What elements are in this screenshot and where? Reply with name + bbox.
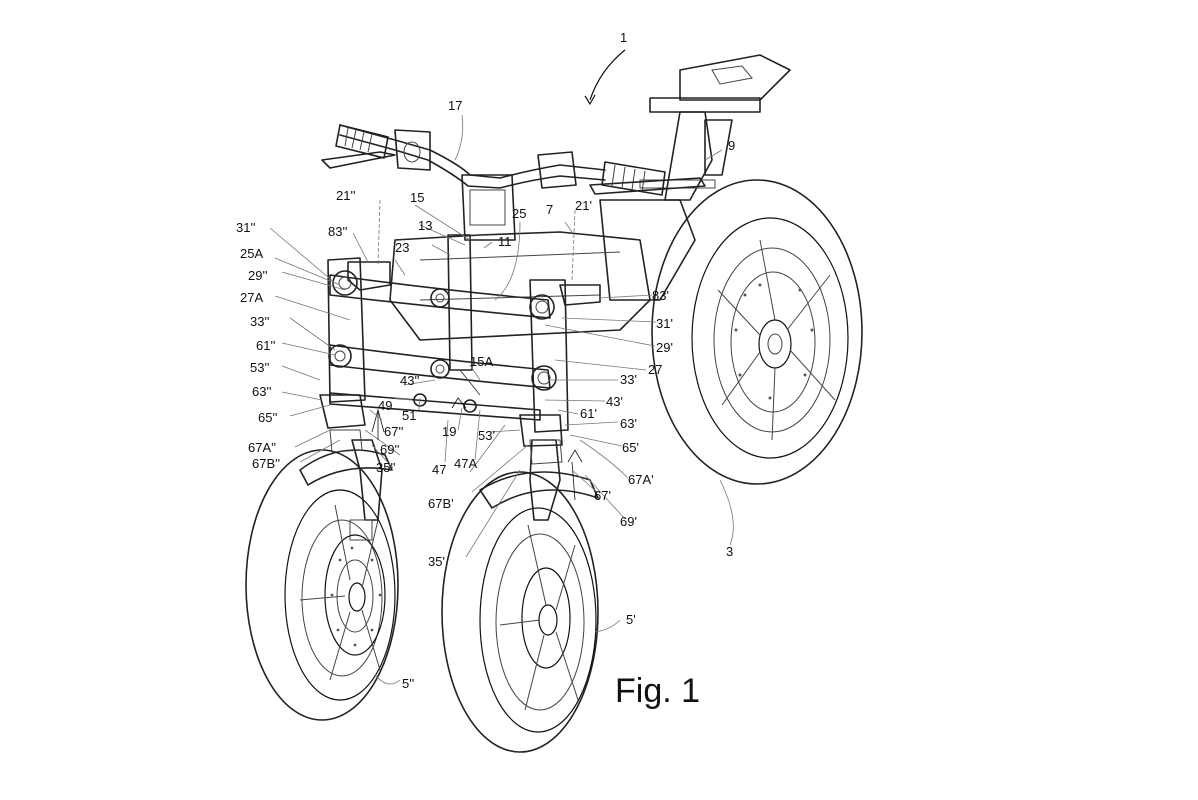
label-27: 27	[648, 362, 662, 377]
label-69pp: 69''	[380, 442, 399, 457]
label-63p: 63'	[620, 416, 637, 431]
label-15A: 15A	[470, 354, 493, 369]
label-63pp: 63''	[252, 384, 271, 399]
label-67Bpp: 67B''	[252, 456, 280, 471]
label-33p: 33'	[620, 372, 637, 387]
label-43pp: 43''	[400, 373, 419, 388]
label-17: 17	[448, 98, 462, 113]
label-11: 11	[498, 234, 512, 249]
label-67Bp: 67B'	[428, 496, 454, 511]
label-51: 51	[402, 408, 416, 423]
label-15: 15	[410, 190, 424, 205]
label-21p: 21'	[575, 198, 592, 213]
label-49: 49	[378, 398, 392, 413]
reference-labels: 1 17 9 21'' 15 25 7 21' 13 11 31'' 83'' …	[236, 30, 735, 691]
label-47A: 47A	[454, 456, 477, 471]
label-67App: 67A''	[248, 440, 276, 455]
label-7: 7	[546, 202, 553, 217]
label-5p: 5'	[626, 612, 636, 627]
label-65pp: 65''	[258, 410, 277, 425]
label-53p: 53'	[478, 428, 495, 443]
label-29p: 29'	[656, 340, 673, 355]
label-23: 23	[395, 240, 409, 255]
label-5pp: 5''	[402, 676, 414, 691]
label-47: 47	[432, 462, 446, 477]
label-27A: 27A	[240, 290, 263, 305]
bushings	[328, 270, 557, 391]
label-43p: 43'	[606, 394, 623, 409]
leader-lines	[269, 49, 734, 685]
label-67p: 67'	[594, 488, 611, 503]
label-83pp: 83''	[328, 224, 347, 239]
label-35pp: 35''	[376, 460, 395, 475]
label-13: 13	[418, 218, 432, 233]
right-front-wheel	[441, 439, 599, 753]
label-3: 3	[726, 544, 733, 559]
label-61p: 61'	[580, 406, 597, 421]
label-67pp: 67''	[384, 424, 403, 439]
label-67Ap: 67A'	[628, 472, 654, 487]
label-69p: 69'	[620, 514, 637, 529]
label-25A: 25A	[240, 246, 263, 261]
figure-caption: Fig. 1	[615, 672, 700, 710]
label-53pp: 53''	[250, 360, 269, 375]
label-29pp: 29''	[248, 268, 267, 283]
label-21pp: 21''	[336, 188, 355, 203]
label-61pp: 61''	[256, 338, 275, 353]
label-83p: 83'	[652, 288, 669, 303]
rear-wheel	[651, 179, 863, 485]
label-33pp: 33''	[250, 314, 269, 329]
left-front-wheel	[245, 439, 399, 721]
handlebar	[321, 124, 706, 241]
label-19: 19	[442, 424, 456, 439]
label-31pp: 31''	[236, 220, 255, 235]
label-31p: 31'	[656, 316, 673, 331]
label-25: 25	[512, 206, 526, 221]
label-9: 9	[728, 138, 735, 153]
rear-frame	[599, 54, 791, 301]
label-65p: 65'	[622, 440, 639, 455]
label-35p: 35'	[428, 554, 445, 569]
label-1: 1	[620, 30, 627, 45]
